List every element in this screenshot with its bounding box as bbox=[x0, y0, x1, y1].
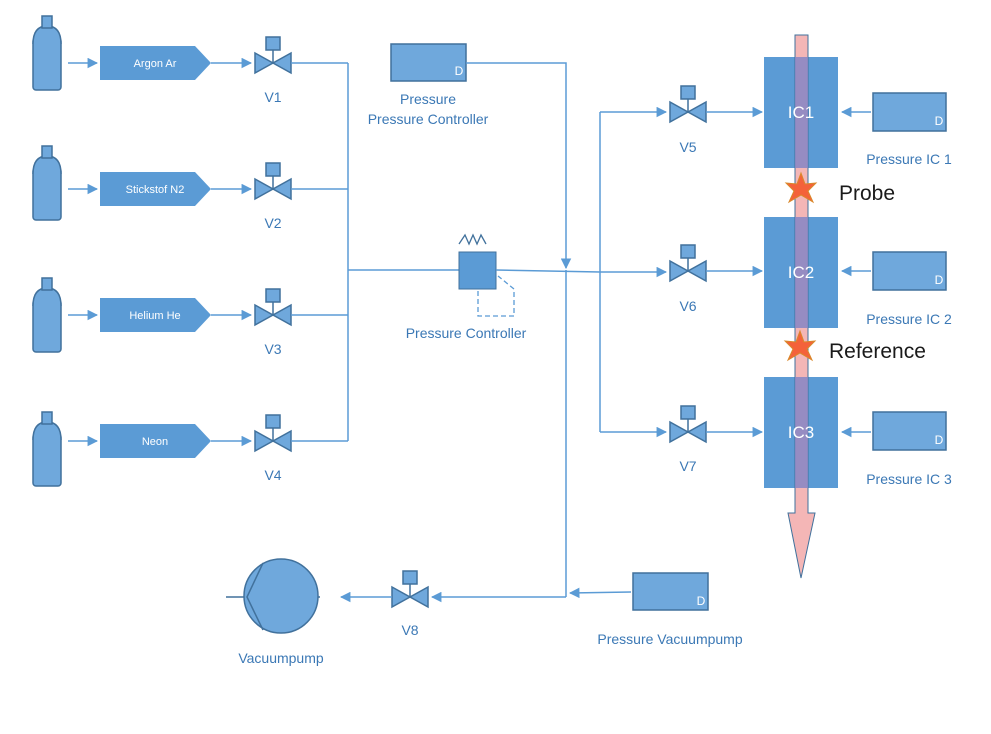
chamber-branch-2: V6 bbox=[600, 244, 764, 314]
pressure-gauge-ic2[interactable]: D bbox=[872, 251, 947, 291]
gas-row-1: Argon Ar V1 bbox=[32, 15, 348, 105]
vacuum-pump-icon[interactable] bbox=[226, 558, 320, 634]
valve-label-v1: V1 bbox=[264, 89, 281, 105]
valve-label-v4: V4 bbox=[264, 467, 281, 483]
pressure-gauge-label-line1: Pressure bbox=[400, 91, 456, 107]
pressure-ic1-label: Pressure IC 1 bbox=[866, 151, 952, 167]
gauge-d-label: D bbox=[455, 64, 464, 78]
pressure-vacuum-label: Pressure Vacuumpump bbox=[597, 631, 742, 647]
controller-outlet-line bbox=[495, 269, 601, 273]
valve-label-v2: V2 bbox=[264, 215, 281, 231]
valve-v5-icon[interactable] bbox=[669, 85, 707, 123]
gas-cylinder-icon bbox=[32, 145, 62, 221]
chamber-branch-1: V5 bbox=[600, 85, 764, 155]
gas-cylinder-icon bbox=[32, 411, 62, 487]
pressure-gauge-ic3[interactable]: D bbox=[872, 411, 947, 451]
gas-label-neon: Neon bbox=[142, 436, 168, 448]
pressure-gauge-controller[interactable]: D bbox=[390, 43, 467, 82]
valve-label-v5: V5 bbox=[679, 139, 696, 155]
gas-tag bbox=[100, 172, 211, 206]
chamber-label-ic1: IC1 bbox=[788, 103, 814, 122]
beam-overlap-ic1 bbox=[795, 57, 808, 168]
valve-v8-icon[interactable] bbox=[391, 570, 429, 608]
chamber-branch-3: V7 bbox=[600, 405, 764, 474]
gauge-d-label: D bbox=[697, 594, 706, 608]
pressure-gauge-ic1[interactable]: D bbox=[872, 92, 947, 132]
gas-row-2: Stickstof N2 V2 bbox=[32, 145, 348, 231]
gauge-d-label: D bbox=[935, 273, 944, 287]
gas-cylinder-icon bbox=[32, 277, 62, 353]
gas-label-argon: Argon Ar bbox=[134, 58, 177, 70]
pressure-controller-label: Pressure Controller bbox=[406, 325, 527, 341]
pressure-gauge-label-line2: Pressure Controller bbox=[368, 111, 489, 127]
valve-label-v7: V7 bbox=[679, 458, 696, 474]
vacuum-pump-label: Vacuumpump bbox=[238, 650, 324, 666]
valve-v2-icon[interactable] bbox=[254, 162, 292, 200]
valve-v7-icon[interactable] bbox=[669, 405, 707, 443]
valve-label-v8: V8 bbox=[401, 622, 418, 638]
gas-label-helium: Helium He bbox=[129, 310, 180, 322]
gas-cylinder-icon bbox=[32, 15, 62, 91]
gauge-d-label: D bbox=[935, 433, 944, 447]
chamber-label-ic2: IC2 bbox=[788, 263, 814, 282]
pressure-ic3-label: Pressure IC 3 bbox=[866, 471, 952, 487]
gas-tag bbox=[100, 424, 211, 458]
vacuum-gauge-line bbox=[568, 587, 632, 599]
gas-label-nitrogen: Stickstof N2 bbox=[126, 184, 185, 196]
pressure-ic2-label: Pressure IC 2 bbox=[866, 311, 952, 327]
valve-v6-icon[interactable] bbox=[669, 244, 707, 282]
gas-row-4: Neon V4 bbox=[32, 411, 348, 487]
gas-row-3: Helium He V3 bbox=[32, 277, 348, 357]
pressure-gauge-vacuum[interactable]: D bbox=[632, 572, 709, 611]
valve-v4-icon[interactable] bbox=[254, 414, 292, 452]
pressure-controller-icon[interactable] bbox=[458, 233, 515, 317]
beam-overlap-ic2 bbox=[795, 217, 808, 328]
valve-v1-icon[interactable] bbox=[254, 36, 292, 74]
valve-label-v6: V6 bbox=[679, 298, 696, 314]
probe-label: Probe bbox=[839, 182, 895, 205]
gas-tag bbox=[100, 298, 211, 332]
beam-overlap-ic3 bbox=[795, 377, 808, 488]
gauge-signal-line bbox=[466, 62, 572, 270]
valve-v3-icon[interactable] bbox=[254, 288, 292, 326]
chamber-label-ic3: IC3 bbox=[788, 423, 814, 442]
valve-label-v3: V3 bbox=[264, 341, 281, 357]
gas-tag bbox=[100, 46, 211, 80]
reference-label: Reference bbox=[829, 340, 926, 363]
gauge-d-label: D bbox=[935, 114, 944, 128]
